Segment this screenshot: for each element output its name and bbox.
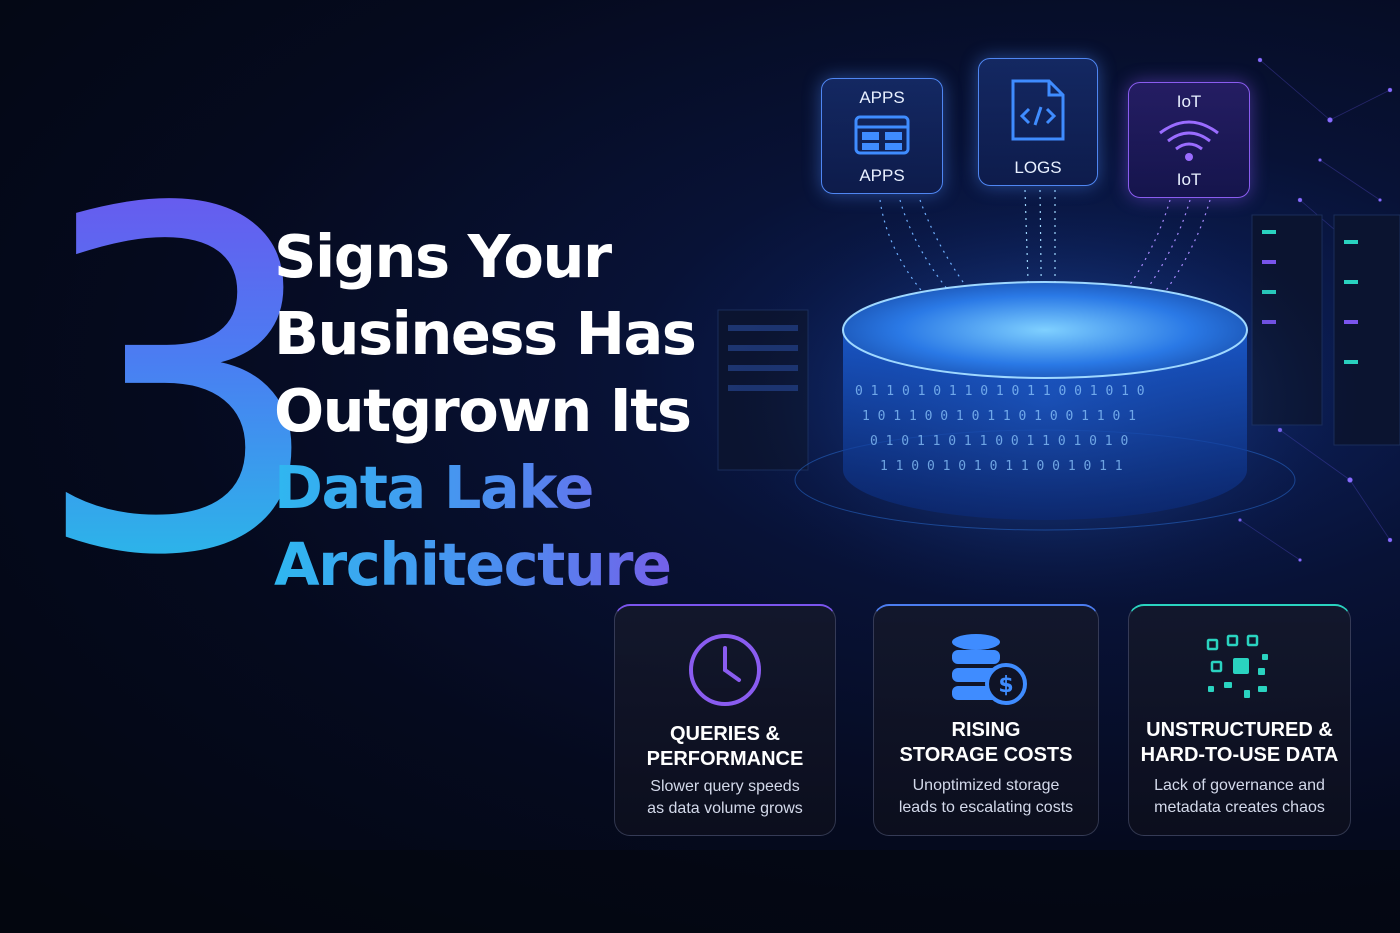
card-title-line: UNSTRUCTURED & [1146,719,1333,741]
source-label: APPS [859,166,905,185]
headline-highlight: Architecture [274,526,694,603]
code-file-icon [1011,79,1065,141]
svg-text:1 0 1 1 0 0 1 0 1 1 0 1 0 0 1: 1 0 1 1 0 0 1 0 1 1 0 1 0 0 1 1 0 1 [862,409,1136,424]
headline-line: Outgrown Its [274,376,692,445]
headline-line: Signs Your [274,222,612,291]
data-lake-cylinder: 0 1 1 0 1 0 1 1 0 1 0 1 1 0 0 1 0 1 0 1 … [794,281,1296,531]
card-title: UNSTRUCTURED & HARD-TO-USE DATA [1129,718,1350,768]
card-desc-line: Lack of governance and [1154,777,1325,794]
source-label: IoT [1176,92,1202,111]
card-desc-line: metadata creates chaos [1154,799,1325,816]
source-label: LOGS [1014,158,1062,177]
sign-card-unstructured: UNSTRUCTURED & HARD-TO-USE DATA Lack of … [1128,604,1351,836]
card-description: Unoptimized storage leads to escalating … [874,775,1098,819]
card-title: RISING STORAGE COSTS [874,718,1098,768]
card-title-line: STORAGE COSTS [899,744,1073,766]
card-desc-line: Unoptimized storage [912,777,1060,794]
clock-icon [689,634,761,706]
card-desc-line: as data volume grows [647,800,803,817]
scattered-squares-icon [1206,634,1268,698]
source-label: APPS [859,88,905,107]
card-desc-line: Slower query speeds [650,778,800,795]
sign-card-queries: QUERIES & PERFORMANCE Slower query speed… [614,604,836,836]
card-title-line: PERFORMANCE [646,748,804,770]
card-description: Slower query speeds as data volume grows [615,776,835,820]
hero-number: 3 [30,111,329,658]
card-title: QUERIES & PERFORMANCE [615,722,835,772]
wifi-icon [1159,120,1219,161]
card-title-line: RISING [951,719,1021,741]
svg-text:0 1 1 0 1 0 1 1 0 1 0 1 1 0 0: 0 1 1 0 1 0 1 1 0 1 0 1 1 0 0 1 0 1 0 [855,384,1145,399]
source-iot: IoT IoT [1128,82,1250,198]
sign-card-storage: $ RISING STORAGE COSTS Unoptimized stora… [873,604,1099,836]
source-label: IoT [1176,170,1202,189]
svg-text:0 1 0 1 1 0 1 1 0 0 1 1 0 1 0: 0 1 0 1 1 0 1 1 0 0 1 1 0 1 0 1 0 [870,434,1128,449]
card-desc-line: leads to escalating costs [898,799,1074,816]
data-streams [879,189,1211,346]
app-grid-icon [854,115,910,155]
source-apps: APPS APPS [821,78,943,194]
database-dollar-icon: $ [952,634,1027,705]
headline: Signs Your Business Has Outgrown Its Dat… [274,218,697,603]
headline-line: Business Has [274,299,697,368]
card-title-line: HARD-TO-USE DATA [1140,744,1339,766]
svg-text:$: $ [998,673,1013,698]
svg-text:1 1 0 0 1 0 1 0 1 1 0 0 1 0 1: 1 1 0 0 1 0 1 0 1 1 0 0 1 0 1 1 [880,459,1123,474]
headline-highlight: Data Lake [274,449,694,526]
card-description: Lack of governance and metadata creates … [1129,775,1350,819]
source-logs: LOGS [978,58,1098,186]
card-title-line: QUERIES & [669,723,781,745]
